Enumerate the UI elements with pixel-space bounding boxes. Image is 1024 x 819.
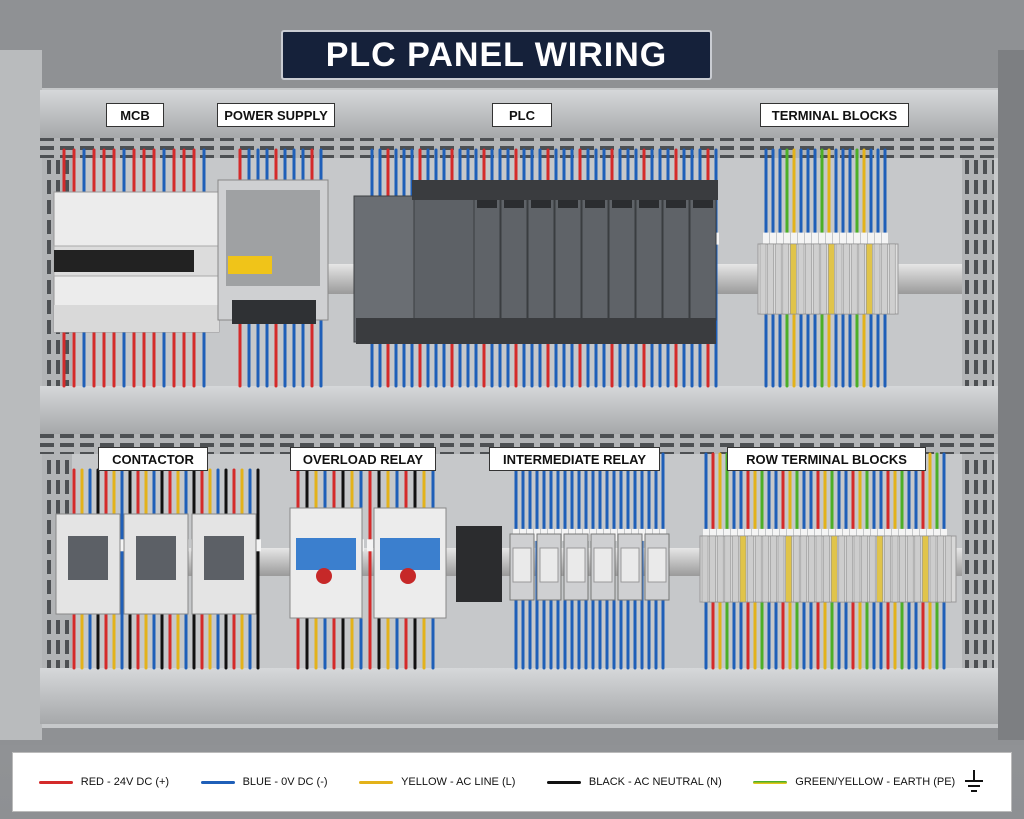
top-duct-slots <box>40 138 998 158</box>
terminal-block-strip <box>757 243 899 315</box>
label-plc: PLC <box>492 103 552 127</box>
legend-label-red: RED - 24V DC (+) <box>80 776 170 788</box>
legend-swatch-red <box>38 780 73 784</box>
legend-label-green-yellow: GREEN/YELLOW - EARTH (PE) <box>795 776 956 788</box>
right-side-duct-bottom <box>962 454 994 668</box>
legend-item-yellow: YELLOW - AC LINE (L) <box>359 776 515 788</box>
legend-swatch-yellow <box>359 780 394 784</box>
legend-item-red: RED - 24V DC (+) <box>38 776 170 788</box>
legend-item-black: BLACK - AC NEUTRAL (N) <box>546 776 722 788</box>
label-overload-relay: OVERLOAD RELAY <box>290 447 436 471</box>
contactors <box>55 513 257 615</box>
label-terminal-blocks: TERMINAL BLOCKS <box>760 103 909 127</box>
legend-label-black: BLACK - AC NEUTRAL (N) <box>588 776 722 788</box>
legend-swatch-blue <box>200 780 235 784</box>
label-intermediate-relay: INTERMEDIATE RELAY <box>489 447 660 471</box>
legend-swatch-green-yellow <box>753 780 788 784</box>
legend-label-yellow: YELLOW - AC LINE (L) <box>401 776 516 788</box>
label-contactor: CONTACTOR <box>98 447 208 471</box>
row-terminal-blocks <box>699 535 957 603</box>
legend-item-blue: BLUE - 0V DC (-) <box>200 776 328 788</box>
overload-relays <box>289 507 447 619</box>
legend-label-blue: BLUE - 0V DC (-) <box>242 776 328 788</box>
earth-ground-icon <box>965 770 984 792</box>
power-supply-unit <box>217 179 329 324</box>
left-door-edge <box>0 50 42 740</box>
right-enclosure-edge <box>998 50 1024 740</box>
legend-item-green-yellow: GREEN/YELLOW - EARTH (PE) <box>753 769 985 795</box>
label-row-terminal-blocks: ROW TERMINAL BLOCKS <box>727 447 926 471</box>
label-mcb: MCB <box>106 103 164 127</box>
panel-illustration <box>0 0 1024 745</box>
right-side-duct-top <box>962 158 994 386</box>
bottom-wire-duct <box>40 668 998 724</box>
intermediate-relays <box>456 526 670 602</box>
legend-swatch-black <box>546 780 581 784</box>
middle-wire-duct <box>40 386 998 434</box>
page-title: PLC PANEL WIRING <box>281 30 712 80</box>
plc-rack <box>353 180 718 344</box>
wire-color-legend: RED - 24V DC (+) BLUE - 0V DC (-) YELLOW… <box>12 752 1012 812</box>
label-power-supply: POWER SUPPLY <box>217 103 335 127</box>
mcb-breakers <box>53 191 220 333</box>
